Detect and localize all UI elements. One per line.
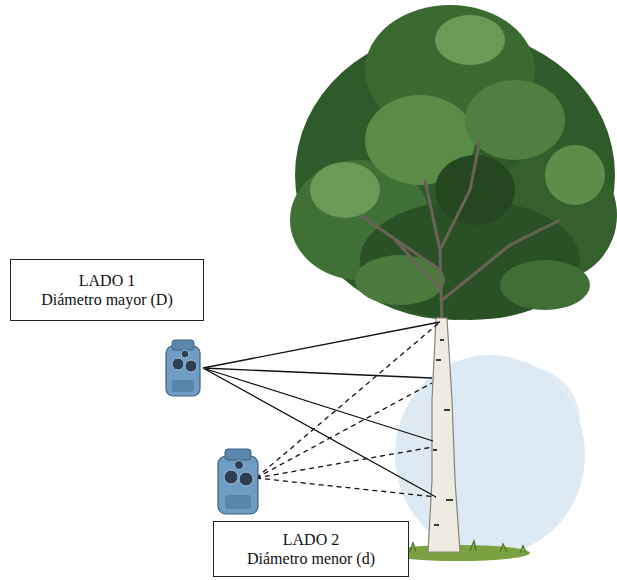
instrument-lens <box>224 470 238 484</box>
diameter-label: Diámetro menor (d) <box>247 549 375 568</box>
label-box: LADO 1Diámetro mayor (D) <box>10 259 204 321</box>
side-heading: LADO 2 <box>283 530 339 549</box>
instrument-lens <box>172 358 184 370</box>
instrument-body <box>218 456 258 514</box>
foliage <box>465 80 565 160</box>
instrument-grip <box>172 380 194 392</box>
instrument-top <box>172 340 194 350</box>
instrument-lens <box>185 360 197 372</box>
haze-cloud <box>460 365 580 475</box>
branches <box>360 140 560 330</box>
side-heading: LADO 1 <box>79 271 135 290</box>
relascope-1 <box>166 340 200 396</box>
sight-line <box>256 322 440 497</box>
tree-trunk <box>428 318 460 552</box>
trunk <box>428 318 460 552</box>
instrument-grip <box>225 495 251 509</box>
foliage <box>310 162 380 218</box>
instrument-lens <box>181 350 189 358</box>
instrument-top <box>225 449 251 460</box>
instrument-body <box>166 346 200 396</box>
foliage <box>545 145 605 205</box>
haze-cloud <box>395 355 585 555</box>
instrument-lens <box>235 461 244 470</box>
branch <box>360 140 560 330</box>
bark-marks <box>433 340 453 525</box>
haze <box>395 355 585 555</box>
relascope-2 <box>218 449 258 514</box>
tree-crown <box>290 5 617 320</box>
foliage <box>435 15 505 65</box>
sight-lines-side-2 <box>256 322 440 497</box>
instrument-lens <box>239 472 253 486</box>
foliage <box>500 260 590 310</box>
label-box: LADO 2Diámetro menor (d) <box>213 521 409 577</box>
diameter-label: Diámetro mayor (D) <box>41 290 173 309</box>
